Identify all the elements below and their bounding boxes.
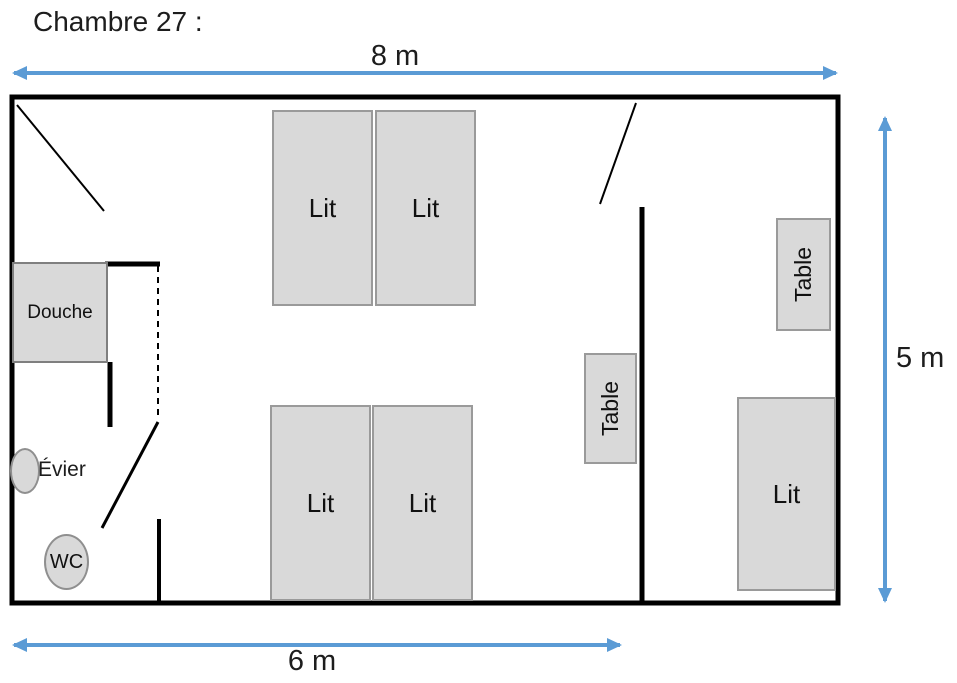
bed-top-left: Lit [272, 110, 373, 306]
bathroom-door-swing-line [100, 421, 160, 529]
shower: Douche [12, 262, 108, 363]
page-title: Chambre 27 : [33, 6, 203, 37]
width-dimension-label: 8 m [370, 40, 420, 72]
table-right: Table [776, 218, 831, 331]
bed-top-right-label: Lit [411, 192, 440, 223]
bed-bottom-right-label: Lit [408, 487, 437, 518]
sink-label: Évier [38, 458, 86, 481]
table-middle: Table [584, 353, 637, 464]
shower-label: Douche [27, 301, 93, 323]
bed-bottom-left: Lit [270, 405, 371, 601]
bed-bottom-right: Lit [372, 405, 473, 601]
partition-door-swing-line [599, 102, 637, 205]
height-dimension-label: 5 m [896, 342, 945, 374]
bed-right: Lit [737, 397, 836, 591]
bed-top-right: Lit [375, 110, 476, 306]
table-right-label: Table [790, 247, 817, 302]
bed-bottom-left-label: Lit [306, 487, 335, 518]
table-middle-label: Table [597, 381, 624, 436]
bottom-dimension-label: 6 m [287, 645, 337, 677]
bed-top-left-label: Lit [308, 192, 337, 223]
toilet: WC [44, 534, 89, 590]
bed-right-label: Lit [772, 478, 801, 509]
entrance-door-swing-line [16, 104, 105, 212]
sink-basin [10, 448, 40, 494]
toilet-label: WC [49, 550, 84, 573]
